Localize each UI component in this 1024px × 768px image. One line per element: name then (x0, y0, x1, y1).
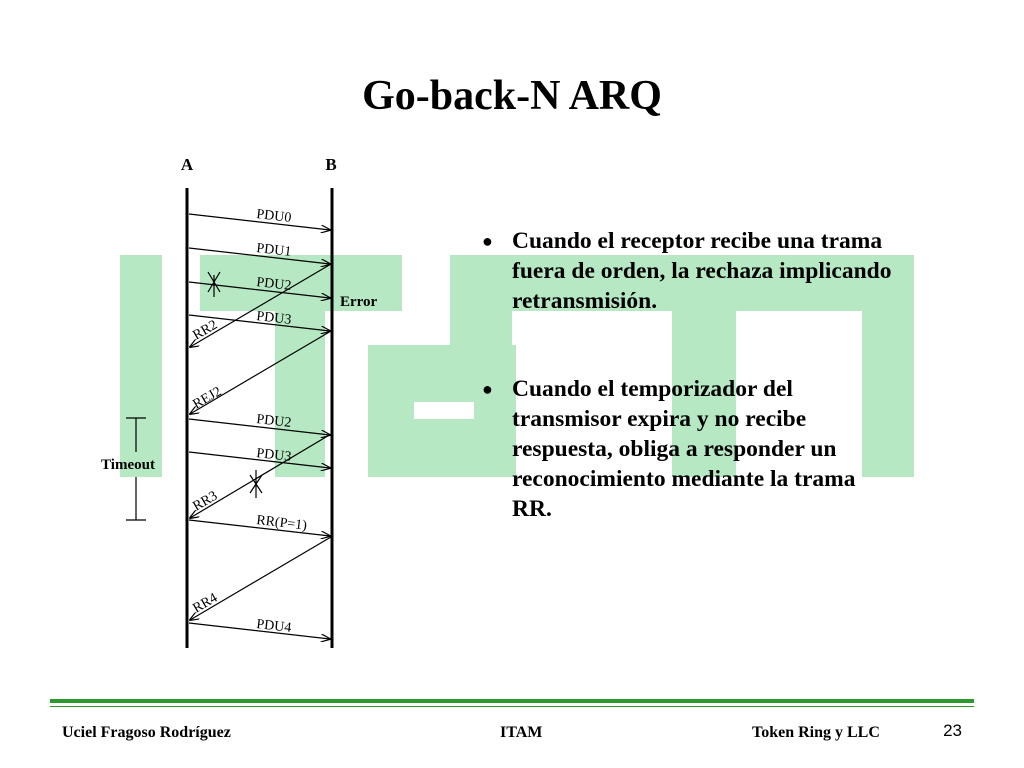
footer-rule-thin (50, 706, 974, 707)
error-label: Error (340, 294, 378, 310)
pdu2-retransmit-label: PDU2 (256, 412, 292, 431)
pdu1-label: PDU1 (256, 241, 292, 260)
footer-author: Uciel Fragoso Rodríguez (62, 724, 231, 741)
bullet-item: ● Cuando el receptor recibe una trama fu… (478, 226, 898, 316)
pdu3-retransmit-arrow (188, 451, 330, 468)
bullet-dot-icon: ● (482, 231, 493, 251)
footer-rule-thick (50, 699, 974, 703)
rej2-arrow (190, 330, 332, 414)
rr4-label: RR4 (191, 591, 221, 617)
rr2-label: RR2 (191, 318, 221, 344)
pdu4-label: PDU4 (256, 617, 292, 636)
timeout-bracket (126, 417, 146, 521)
rej2-label: REJ2 (191, 384, 225, 412)
ack-lost-mark (249, 470, 263, 498)
rr3-label: RR3 (191, 489, 221, 515)
rr-poll-label: RR(P=1) (256, 513, 308, 534)
rr3-arrow (190, 433, 332, 518)
pdu0-label: PDU0 (256, 207, 292, 226)
slide-title: Go-back-N ARQ (362, 73, 662, 119)
bullet-dot-icon: ● (482, 379, 493, 399)
frame-lost-mark (207, 271, 221, 297)
pdu3-label: PDU3 (256, 309, 292, 328)
bullet-item: ● Cuando el temporizador del transmisor … (478, 374, 898, 524)
timeout-label: Timeout (101, 457, 155, 473)
pdu3-retransmit-label: PDU3 (256, 446, 292, 465)
pdu0-arrow (188, 213, 330, 230)
station-a-label: A (181, 155, 194, 174)
footer-topic: Token Ring y LLC (752, 724, 880, 741)
rr4-arrow (190, 536, 332, 620)
pdu2-retransmit-arrow (188, 418, 330, 435)
bullet-text: Cuando el receptor recibe una trama fuer… (512, 228, 892, 314)
rr-poll-arrow (188, 519, 330, 536)
footer-institution: ITAM (500, 724, 543, 741)
station-b-label: B (325, 155, 336, 174)
rr2-arrow (190, 263, 332, 347)
pdu4-arrow (188, 622, 330, 639)
pdu2-label: PDU2 (256, 275, 292, 294)
bullet-list: ● Cuando el receptor recibe una trama fu… (478, 226, 898, 524)
bullet-text: Cuando el temporizador del transmisor ex… (512, 376, 856, 522)
pdu3-arrow (188, 314, 330, 331)
pdu1-arrow (188, 247, 330, 264)
page-number: 23 (943, 721, 962, 740)
